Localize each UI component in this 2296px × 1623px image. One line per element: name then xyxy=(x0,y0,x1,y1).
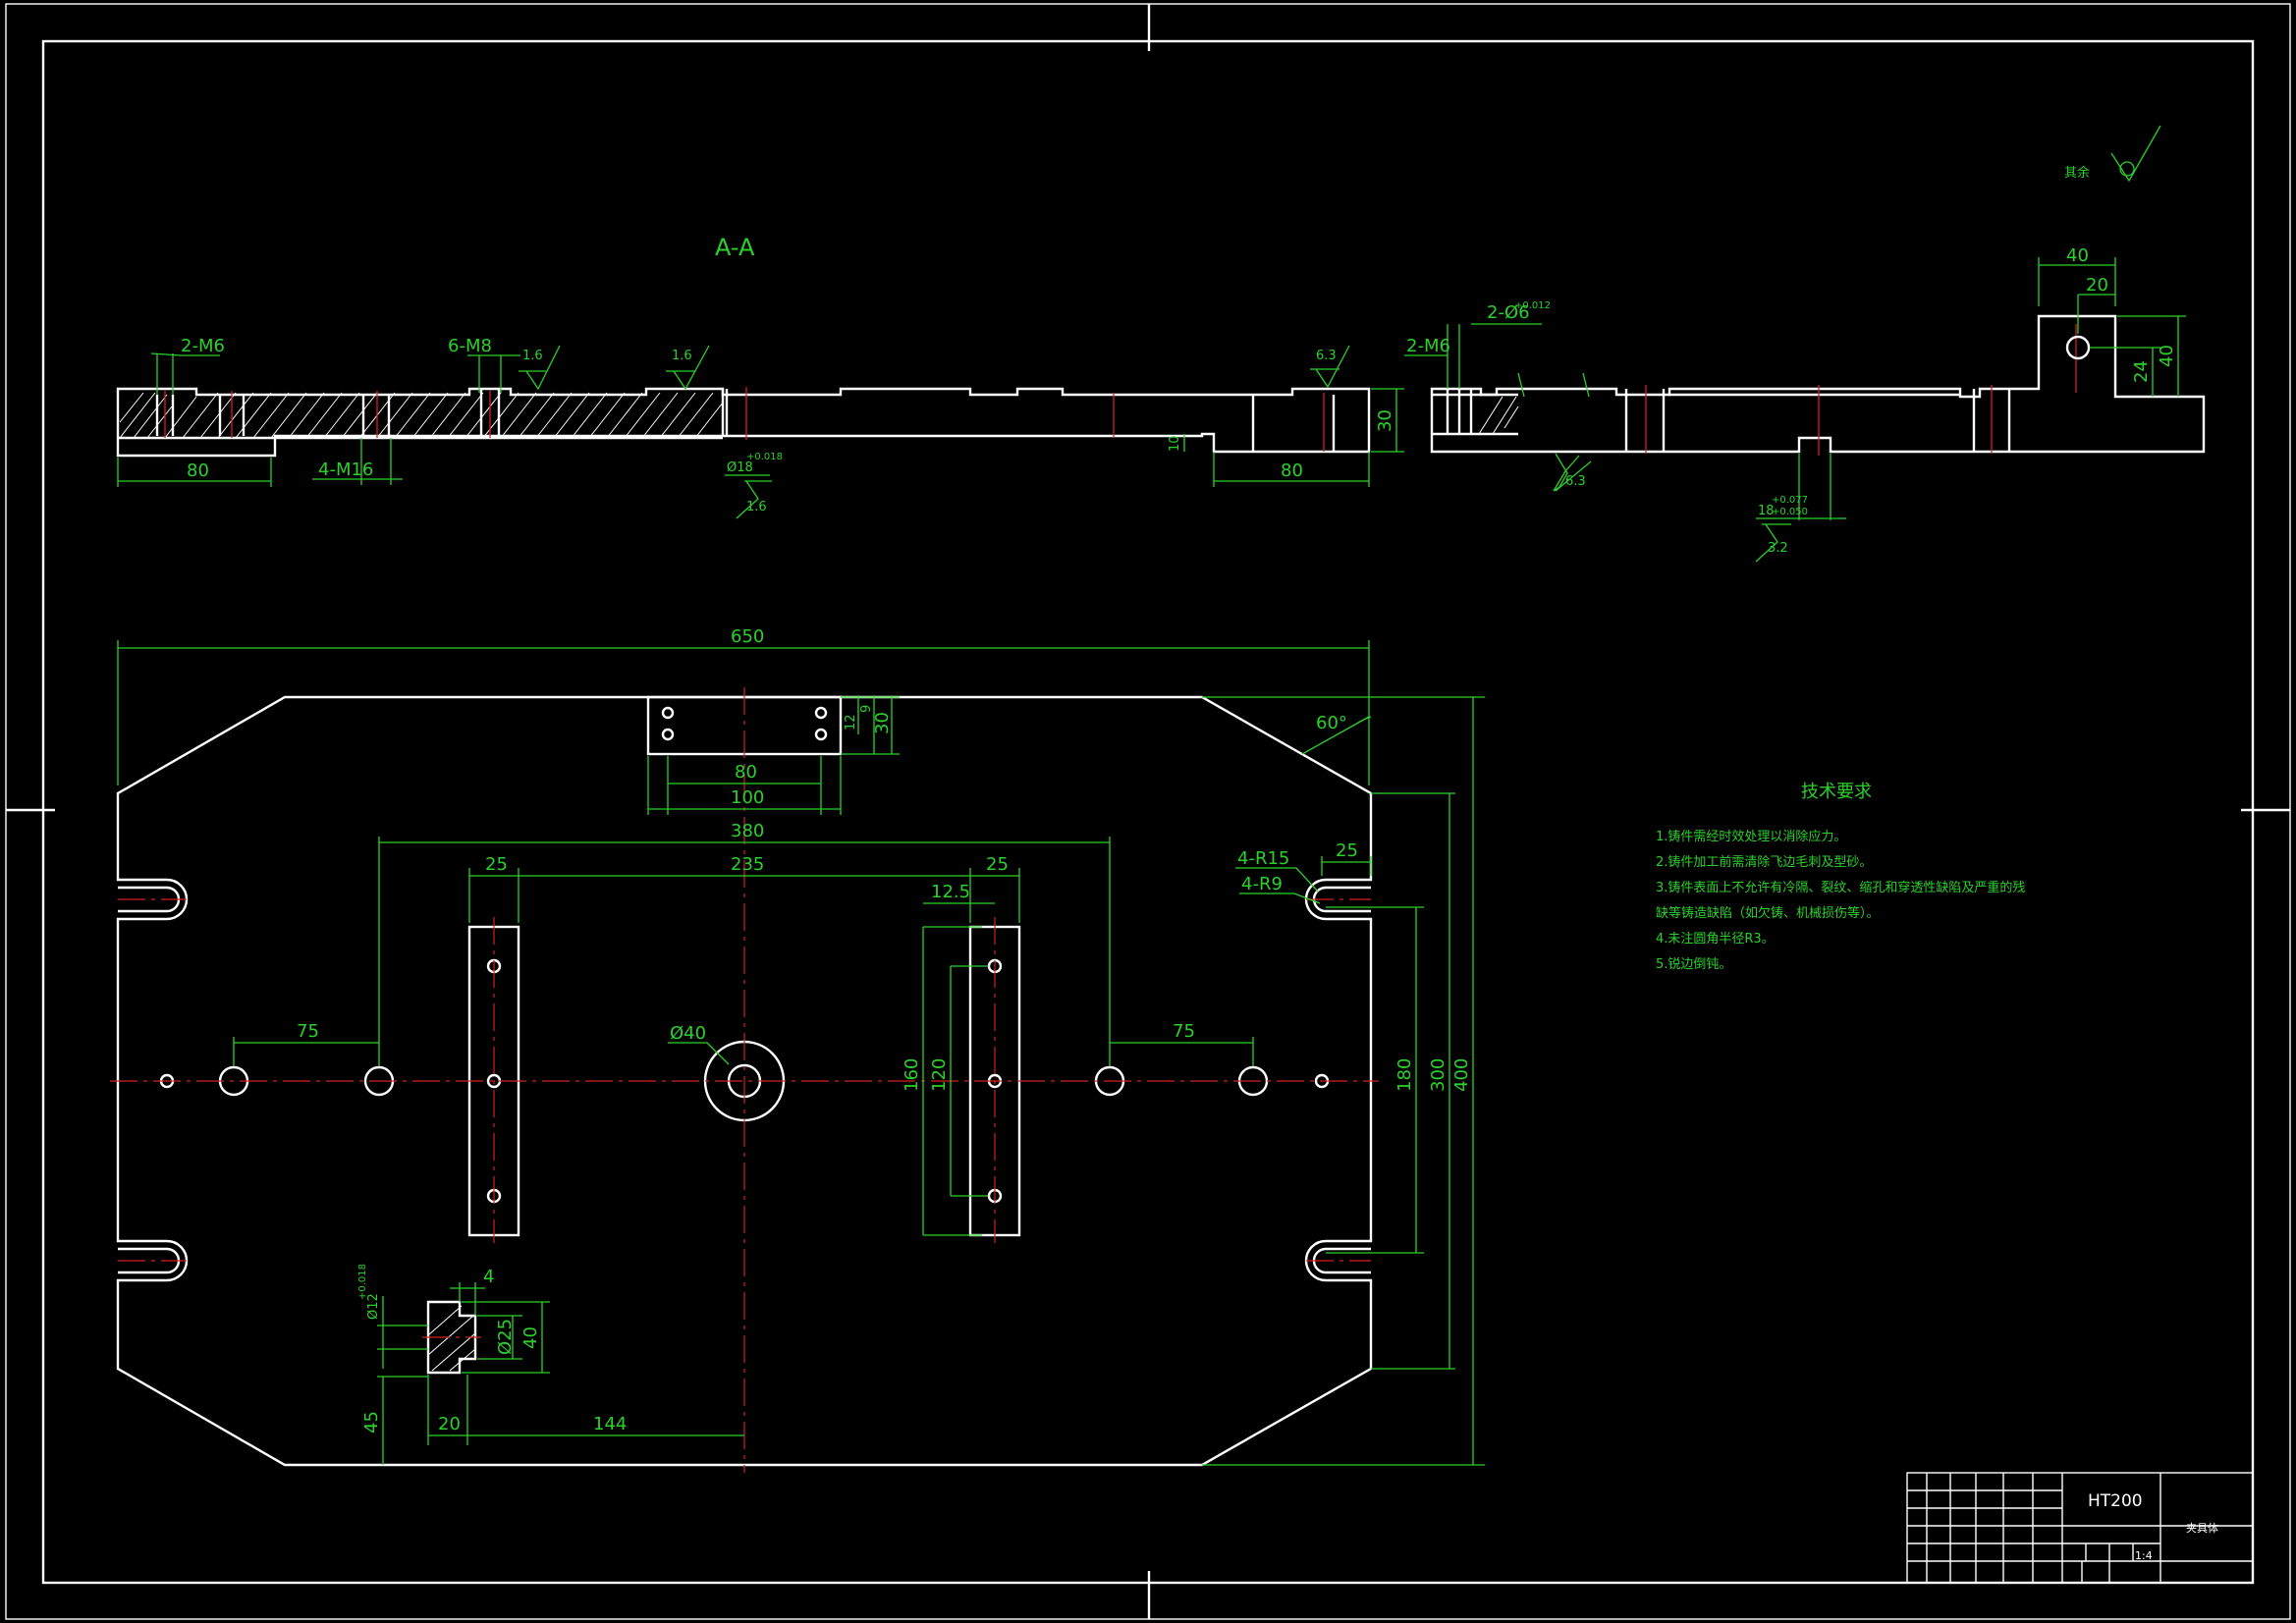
side-roughness-3-2-label: 3.2 xyxy=(1768,541,1788,556)
tech-item-1: 1.铸件需经时效处理以消除应力。 xyxy=(1656,829,1846,844)
dim-60deg: 60° xyxy=(1316,713,1347,733)
side-pin-label: 2-Ø6 xyxy=(1487,302,1530,323)
dim-12-tol: +0.018 xyxy=(357,1264,368,1300)
bore-label: Ø18 xyxy=(727,460,753,475)
dim-75-right: 75 xyxy=(1173,1021,1195,1042)
tech-item-5: 5.锐边倒钝。 xyxy=(1656,957,1731,972)
plan-view: 650 380 25 235 25 12.5 75 75 80 100 12 xyxy=(110,626,1485,1473)
dim-144: 144 xyxy=(593,1414,627,1434)
dim-4: 4 xyxy=(483,1267,494,1287)
bore-tolerance: +0.018 xyxy=(746,452,783,462)
side-dim-40-right: 40 xyxy=(2157,345,2177,367)
section-label: A-A xyxy=(715,234,755,261)
radius-4-r15: 4-R15 xyxy=(1237,848,1289,869)
dim-75-left: 75 xyxy=(297,1021,319,1042)
side-roughness-6-3-icon: 6.3 xyxy=(1553,453,1592,492)
dim-25-left: 25 xyxy=(485,854,508,875)
side-thread-label: 2-M6 xyxy=(1406,336,1450,356)
side-roughness-3-2-icon: 3.2 xyxy=(1755,523,1791,563)
tech-requirements-title: 技术要求 xyxy=(1801,782,1872,802)
roughness-1-6-a-icon: 1.6 xyxy=(519,345,561,391)
roughness-1-6-a-label: 1.6 xyxy=(522,349,543,363)
dim-80-left: 80 xyxy=(187,460,209,481)
dim-160: 160 xyxy=(902,1058,922,1092)
roughness-1-6-b-icon: 1.6 xyxy=(666,345,710,391)
dim-300: 300 xyxy=(1428,1058,1449,1092)
tech-item-4: 4.未注圆角半径R3。 xyxy=(1656,932,1775,947)
dim-400: 400 xyxy=(1451,1058,1472,1092)
dim-380: 380 xyxy=(731,821,764,841)
side-slot-tol-low: +0.050 xyxy=(1772,507,1808,517)
thread-label-2m6: 2-M6 xyxy=(181,336,225,356)
roughness-6-3-c-icon: 6.3 xyxy=(1310,345,1350,389)
roughness-note-text: 其余 xyxy=(2064,165,2090,181)
pin-hole xyxy=(2065,335,2091,360)
hole-40-label: Ø40 xyxy=(670,1023,706,1044)
side-dim-24: 24 xyxy=(2131,360,2152,383)
title-block: HT200 夹具体 1:4 xyxy=(1906,1472,2254,1584)
title-material: HT200 xyxy=(2088,1491,2143,1511)
thread-label-6m8: 6-M8 xyxy=(448,336,492,356)
tech-item-3: 3.铸件表面上不允许有冷隔、裂纹、缩孔和穿透性缺陷及严重的残 xyxy=(1656,880,2025,895)
side-pin-tolerance: +0.012 xyxy=(1514,300,1551,311)
radius-4-r9: 4-R9 xyxy=(1241,874,1283,894)
dim-9: 9 xyxy=(859,705,874,713)
tech-requirements: 技术要求 1.铸件需经时效处理以消除应力。 2.铸件加工前需清除飞边毛刺及型砂。… xyxy=(1656,782,2025,972)
dim-12-5: 12.5 xyxy=(931,882,970,902)
dim-80: 80 xyxy=(735,762,757,783)
roughness-6-3-c-label: 6.3 xyxy=(1316,349,1337,363)
title-sheet: 1:4 xyxy=(2135,1549,2153,1562)
title-part-name: 夹具体 xyxy=(2186,1521,2218,1535)
dim-45: 45 xyxy=(361,1411,382,1434)
tech-item-3-cont: 缺等铸造缺陷（如欠铸、机械损伤等）。 xyxy=(1656,905,1880,921)
dim-25-edge: 25 xyxy=(1336,840,1358,861)
roughness-1-6-b-label: 1.6 xyxy=(672,349,692,363)
dim-25-right: 25 xyxy=(986,854,1009,875)
dim-120: 120 xyxy=(929,1058,950,1092)
side-dim-40-top: 40 xyxy=(2066,245,2089,266)
dim-20: 20 xyxy=(438,1414,461,1434)
sheet-frame xyxy=(5,3,2291,1620)
side-view: 40 20 24 40 2-M6 2-Ø6 +0.012 6.3 18 +0.0… xyxy=(1404,245,2206,563)
side-slot-tol-up: +0.077 xyxy=(1772,495,1808,506)
roughness-note: 其余 xyxy=(2064,125,2161,183)
dim-12-dia: Ø12 xyxy=(366,1293,381,1320)
side-dim-20: 20 xyxy=(2086,275,2108,296)
dim-650: 650 xyxy=(731,626,764,647)
thread-label-4m16: 4-M16 xyxy=(318,460,373,480)
side-roughness-6-3-label: 6.3 xyxy=(1565,474,1586,489)
roughness-symbol-icon xyxy=(2110,125,2161,183)
tech-item-2: 2.铸件加工前需清除飞边毛刺及型砂。 xyxy=(1656,854,1872,870)
dim-235: 235 xyxy=(731,854,764,875)
roughness-1-6-d-label: 1.6 xyxy=(746,500,767,514)
dim-80-right: 80 xyxy=(1281,460,1303,481)
dim-40-small: 40 xyxy=(520,1326,541,1349)
dim-12: 12 xyxy=(844,714,858,730)
dim-25-dia: Ø25 xyxy=(495,1319,516,1355)
dim-100: 100 xyxy=(731,787,764,808)
side-slot-label: 18 xyxy=(1758,504,1775,518)
bore-callout: Ø18 +0.018 1.6 xyxy=(725,452,783,519)
dim-30: 30 xyxy=(1375,409,1395,432)
hatch-area xyxy=(119,392,724,439)
section-view-aa: 80 80 30 10 2-M6 6-M8 4-M16 1.6 1. xyxy=(116,336,1404,519)
dim-180: 180 xyxy=(1394,1058,1415,1092)
dim-30-block: 30 xyxy=(872,712,893,734)
dim-10: 10 xyxy=(1168,435,1182,452)
